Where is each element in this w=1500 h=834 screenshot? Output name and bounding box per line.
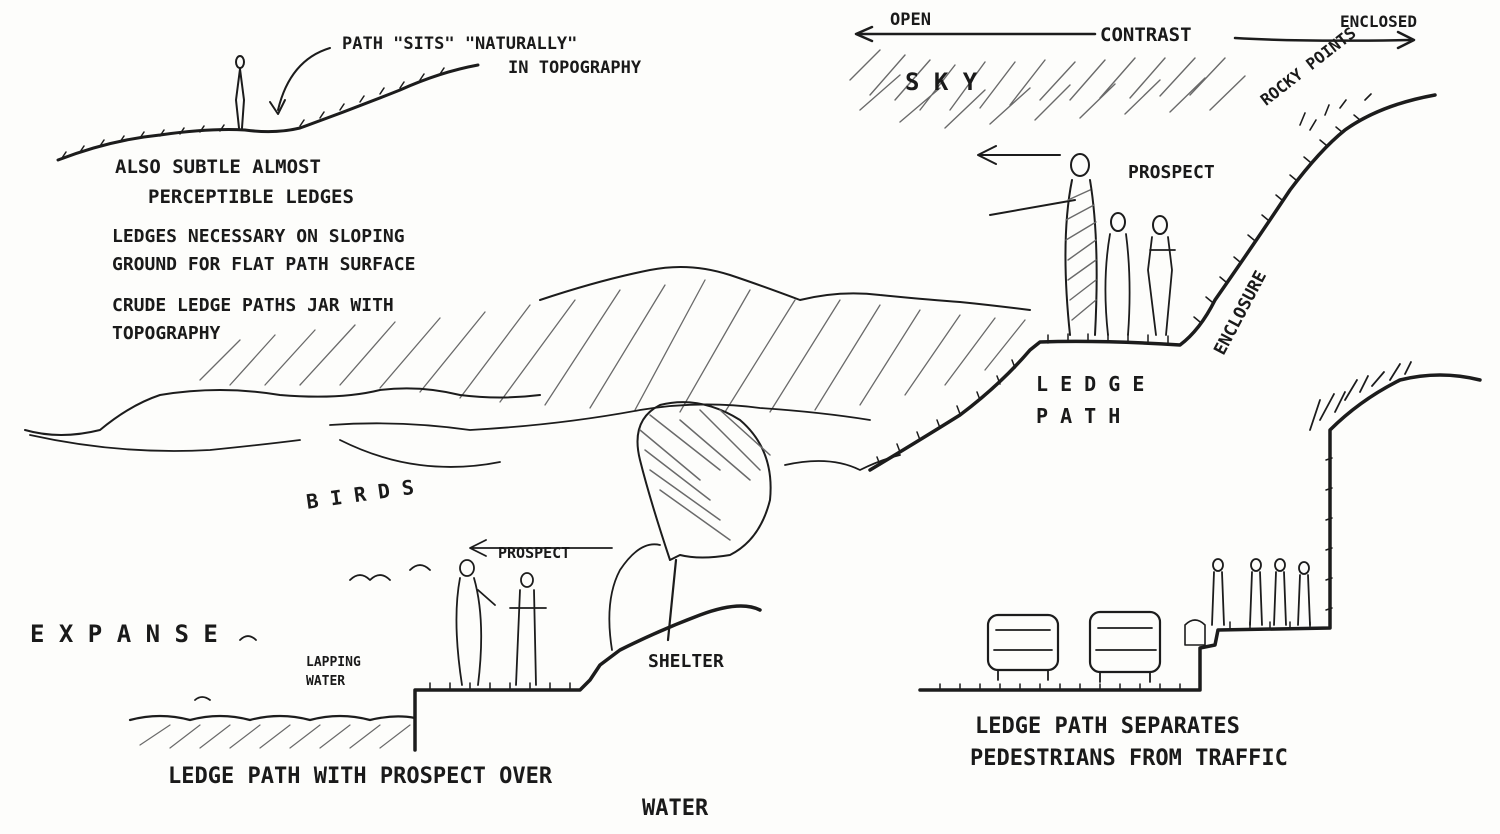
contrast-enclosed-label: ENCLOSED (1340, 12, 1418, 31)
ledge-path-label-line2: P A T H (1036, 404, 1121, 428)
topography-note-line1: PATH "SITS" "NATURALLY" (342, 34, 578, 54)
contrast-center-label: CONTRAST (1100, 24, 1192, 46)
shelter-label: SHELTER (648, 651, 724, 672)
distant-mountains (24, 265, 1031, 471)
topography-note-line2: IN TOPOGRAPHY (508, 58, 642, 78)
upper-ledge-path-hill (868, 93, 1437, 472)
natural-path-topography (56, 47, 480, 162)
sky-label: S K Y (905, 68, 978, 96)
caption-water-line1: LEDGE PATH WITH PROSPECT OVER (168, 764, 553, 789)
note-line-5: CRUDE LEDGE PATHS JAR WITH (112, 295, 394, 316)
prospect-label-lower: PROSPECT (498, 544, 571, 562)
prospect-label-upper: PROSPECT (1128, 162, 1215, 183)
note-line-3: LEDGES NECESSARY ON SLOPING (112, 226, 405, 247)
expanse-label: E X P A N S E (30, 620, 218, 648)
note-line-4: GROUND FOR FLAT PATH SURFACE (112, 254, 416, 275)
caption-water-line2: WATER (642, 796, 709, 821)
note-line-2: PERCEPTIBLE LEDGES (148, 186, 354, 208)
sky-hatching (849, 49, 1246, 129)
caption-traffic-line1: LEDGE PATH SEPARATES (975, 714, 1240, 739)
contrast-open-label: OPEN (890, 10, 931, 30)
note-line-1: ALSO SUBTLE ALMOST (115, 156, 321, 178)
caption-traffic-line2: PEDESTRIANS FROM TRAFFIC (970, 746, 1288, 771)
prospect-figures-upper (977, 145, 1176, 336)
contrast-scale-arrow (854, 25, 1416, 50)
lapping-water-label-line2: WATER (306, 674, 346, 689)
note-line-6: TOPOGRAPHY (112, 323, 221, 344)
lower-right-ledge-roadside (918, 361, 1482, 692)
lower-left-water-ledge (128, 401, 772, 752)
lapping-water-label-line1: LAPPING (306, 655, 361, 670)
ledge-path-label-line1: L E D G E (1036, 372, 1145, 396)
